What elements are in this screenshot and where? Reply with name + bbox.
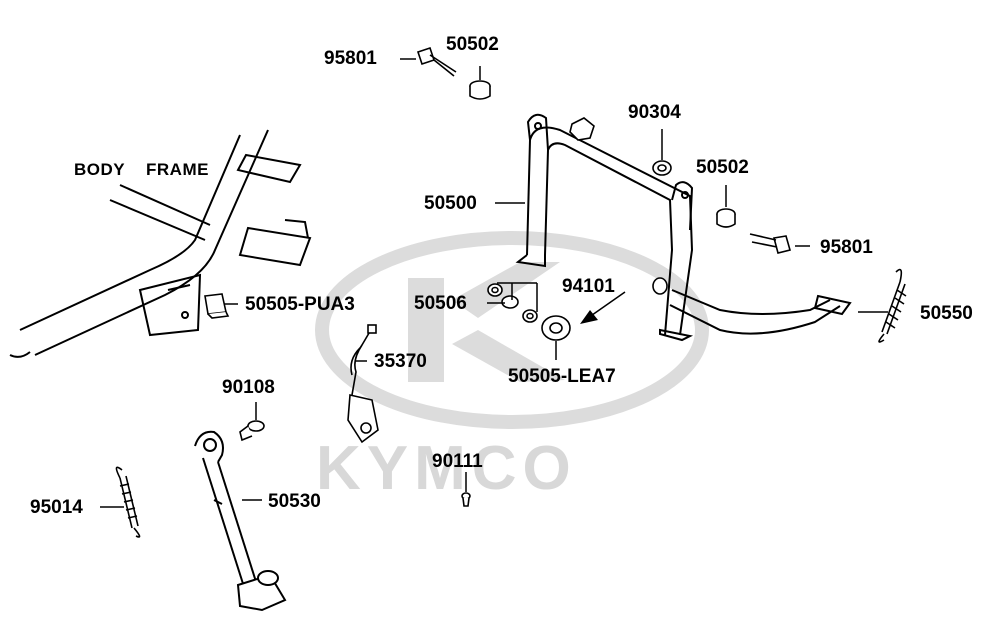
main-spring-part [878,268,907,343]
screw-90111-part [461,492,471,507]
part-label-90108[interactable]: 90108 [222,377,275,398]
washer-set-part [487,283,538,323]
part-label-90304[interactable]: 90304 [628,102,681,123]
arrow-head [580,310,598,324]
collar-part-right [716,208,736,228]
kymco-watermark-logo [315,231,709,429]
part-label-50500[interactable]: 50500 [424,193,477,214]
part-label-50505-pua3[interactable]: 50505-PUA3 [245,294,355,315]
body-label: BODY [74,160,126,179]
side-stand-switch-part [347,324,379,444]
part-label-50550[interactable]: 50550 [920,303,973,324]
side-spring-part [115,466,141,538]
part-label-94101[interactable]: 94101 [562,276,615,297]
part-label-90111[interactable]: 90111 [432,451,483,472]
part-label-50506[interactable]: 50506 [414,293,467,314]
collar-part-top [469,80,491,100]
body-frame [9,129,312,358]
bolt-90108-part [239,420,265,442]
stand-rubber-part [541,277,668,341]
frame-label: FRAME [146,160,209,179]
main-stand-part [515,113,852,342]
nut-part [569,117,672,176]
kymco-watermark-text: KYMCO [316,434,577,503]
bolt-part-top [416,46,457,77]
part-label-50530[interactable]: 50530 [268,491,321,512]
part-label-95801-right[interactable]: 95801 [820,237,873,258]
side-stand-part [194,430,287,612]
part-label-35370[interactable]: 35370 [374,351,427,372]
part-label-50502-top[interactable]: 50502 [446,34,499,55]
part-label-95014[interactable]: 95014 [30,497,83,518]
rubber-stop-part [204,293,230,319]
part-label-50505-lea7[interactable]: 50505-LEA7 [508,366,616,387]
part-label-95801-top[interactable]: 95801 [324,48,377,69]
bolt-part-right [749,233,791,254]
part-label-50502-right[interactable]: 50502 [696,157,749,178]
